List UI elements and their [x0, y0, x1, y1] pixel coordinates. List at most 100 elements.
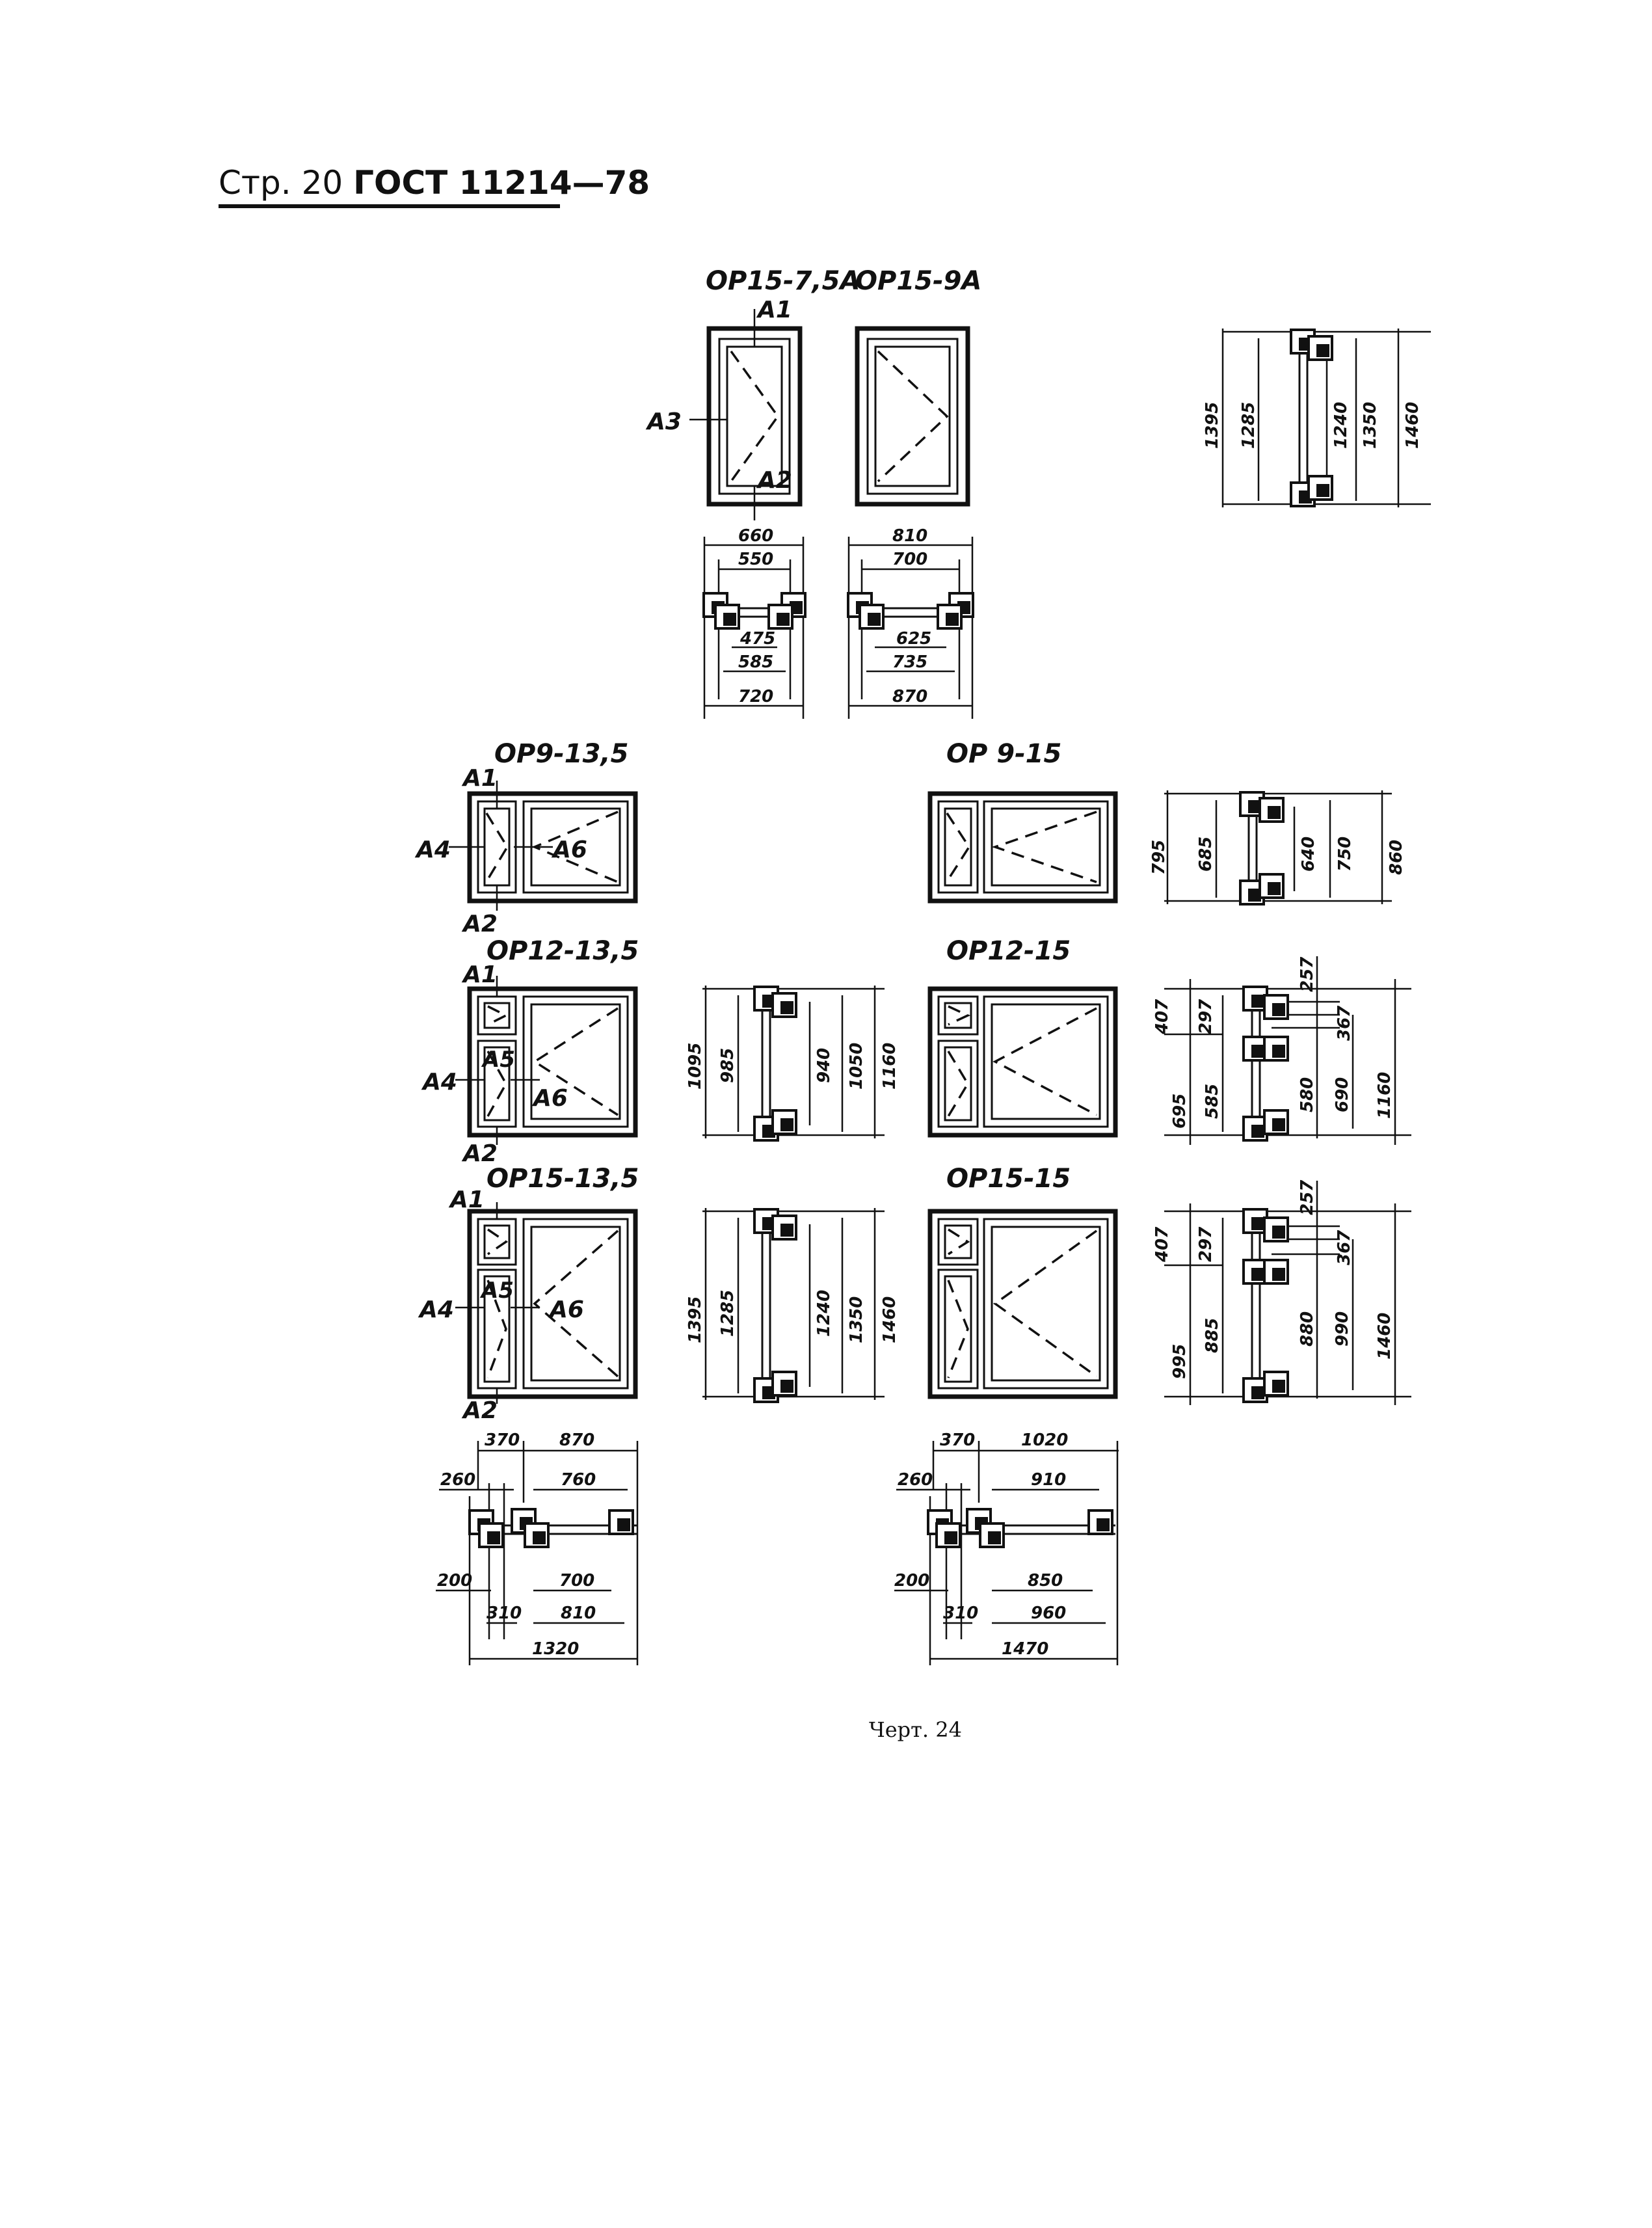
marker-a6: А6	[531, 1085, 568, 1112]
elevation-title: ОР15-7,5А	[706, 266, 860, 296]
dim-475: 475	[739, 629, 775, 649]
dim-367: 367	[1335, 1005, 1354, 1041]
plan-1320: 370 870 260 760 200 700 310 810 1320	[436, 1430, 639, 1665]
dim-297: 297	[1196, 999, 1216, 1034]
dim-810: 810	[561, 1604, 596, 1623]
dim-660: 660	[738, 526, 773, 546]
dim-407: 407	[1152, 1226, 1172, 1263]
dim-720: 720	[738, 687, 773, 706]
section-1160-right: 407 297 257 367 695 585 580 690 1160	[1152, 956, 1411, 1145]
elevation-op15-15: ОР15-15	[927, 1164, 1118, 1399]
dim-985: 985	[718, 1048, 738, 1083]
elevation-title: ОР9-13,5	[494, 739, 628, 769]
dim-310: 310	[943, 1604, 978, 1623]
marker-a4: А4	[418, 1296, 454, 1323]
dim-960: 960	[1031, 1604, 1066, 1623]
marker-a4: А4	[414, 837, 451, 863]
section-1460-top: 1395 1285 1240 1350 1460	[1203, 329, 1431, 507]
elevation-op12-15: ОР12-15	[927, 936, 1118, 1138]
dim-995: 995	[1170, 1344, 1190, 1379]
dim-407: 407	[1152, 999, 1172, 1035]
marker-a4: А4	[421, 1069, 457, 1095]
page-number: Стр. 20	[219, 164, 343, 202]
marker-a5: А5	[481, 1047, 515, 1073]
figure-caption: Черт. 24	[869, 1717, 962, 1742]
section-1460-mid: 1395 1285 1240 1350 1460	[686, 1208, 899, 1403]
dim-310: 310	[486, 1604, 522, 1623]
section-1460-right: 407 297 257 367 995 885 880 990 1460	[1152, 1179, 1411, 1405]
elevation-op9-15: ОР 9-15	[927, 739, 1118, 904]
elevation-op15-9a: ОР15-9А	[855, 266, 981, 507]
dim-1050: 1050	[847, 1043, 866, 1090]
marker-a2: А2	[756, 467, 792, 494]
dim-1470: 1470	[1002, 1639, 1048, 1659]
elevation-title: ОР15-13,5	[486, 1164, 639, 1194]
dim-1095: 1095	[686, 1043, 705, 1090]
elevation-op15-13-5: ОР15-13,5 А1 А4 А5 А6 А2	[418, 1164, 639, 1424]
dim-1160-right: 1160	[1375, 1072, 1394, 1119]
dim-370: 370	[485, 1430, 520, 1450]
dim-1020: 1020	[1021, 1430, 1068, 1450]
dim-640: 640	[1299, 837, 1318, 872]
dim-870: 870	[559, 1430, 594, 1450]
marker-a1: А1	[461, 765, 498, 792]
dim-750: 750	[1335, 837, 1355, 872]
dim-910: 910	[1031, 1470, 1066, 1490]
section-1160-mid: 1095 985 940 1050 1160	[686, 986, 899, 1142]
dim-1350: 1350	[1361, 402, 1380, 449]
dim-585: 585	[1203, 1084, 1222, 1119]
dim-550: 550	[738, 550, 773, 569]
elevation-title: ОР 9-15	[946, 739, 1061, 769]
dim-810: 810	[892, 526, 927, 546]
dim-1395: 1395	[1203, 402, 1222, 449]
standard-number: ГОСТ 11214—78	[353, 164, 650, 202]
dim-1320: 1320	[532, 1639, 579, 1659]
dim-880: 880	[1298, 1311, 1317, 1347]
dim-700: 700	[892, 550, 927, 569]
dim-370: 370	[940, 1430, 975, 1450]
section-860: 795 685 640 750 860	[1149, 790, 1406, 906]
dim-685: 685	[1196, 837, 1216, 872]
plan-1470: 370 1020 260 910 200 850 310 960 1470	[894, 1430, 1119, 1665]
marker-a5: А5	[479, 1278, 514, 1304]
dim-990: 990	[1333, 1311, 1352, 1347]
page-header-text: Стр. 20 ГОСТ 11214—78	[219, 164, 650, 202]
elevation-op15-7-5a: ОР15-7,5А А1 А2 А3	[645, 266, 860, 520]
marker-a1: А1	[461, 961, 498, 988]
dim-940: 940	[814, 1048, 834, 1083]
dim-200: 200	[894, 1571, 929, 1590]
dim-695: 695	[1170, 1094, 1190, 1129]
dim-257: 257	[1298, 956, 1317, 992]
elevation-op9-13-5: ОР9-13,5 А1 А4 А6 А2	[414, 739, 638, 937]
dim-1460: 1460	[880, 1296, 899, 1343]
dim-1285: 1285	[1239, 402, 1259, 449]
dim-760: 760	[561, 1470, 596, 1490]
dim-885: 885	[1203, 1318, 1222, 1353]
header-rule	[219, 204, 560, 208]
marker-a1: А1	[448, 1187, 485, 1213]
marker-a2: А2	[461, 911, 498, 937]
dim-580: 580	[1298, 1077, 1317, 1112]
dim-260: 260	[898, 1470, 933, 1490]
marker-a1: А1	[756, 297, 792, 323]
dim-700: 700	[559, 1571, 594, 1590]
dim-850: 850	[1028, 1571, 1063, 1590]
dim-257: 257	[1298, 1179, 1317, 1215]
dim-1240: 1240	[1331, 402, 1351, 449]
dim-297: 297	[1196, 1226, 1216, 1262]
elevation-op12-13-5: ОР12-13,5 А1 А4 А5 А6 А2	[421, 936, 639, 1167]
plan-op15-9a: 810 700 625 735 870	[847, 526, 974, 719]
elevation-title: ОР15-15	[946, 1164, 1071, 1194]
dim-1460: 1460	[1403, 402, 1422, 449]
dim-200: 200	[437, 1571, 472, 1590]
dim-260: 260	[440, 1470, 475, 1490]
dim-585: 585	[738, 652, 773, 672]
marker-a6: А6	[551, 837, 587, 863]
plan-op15-7-5a: 660 550 475 585 720	[702, 526, 806, 719]
dim-367: 367	[1335, 1229, 1354, 1265]
page-header: Стр. 20 ГОСТ 11214—78	[219, 164, 650, 209]
dim-870: 870	[892, 687, 927, 706]
dim-735: 735	[892, 652, 927, 672]
dim-1395: 1395	[686, 1296, 705, 1343]
